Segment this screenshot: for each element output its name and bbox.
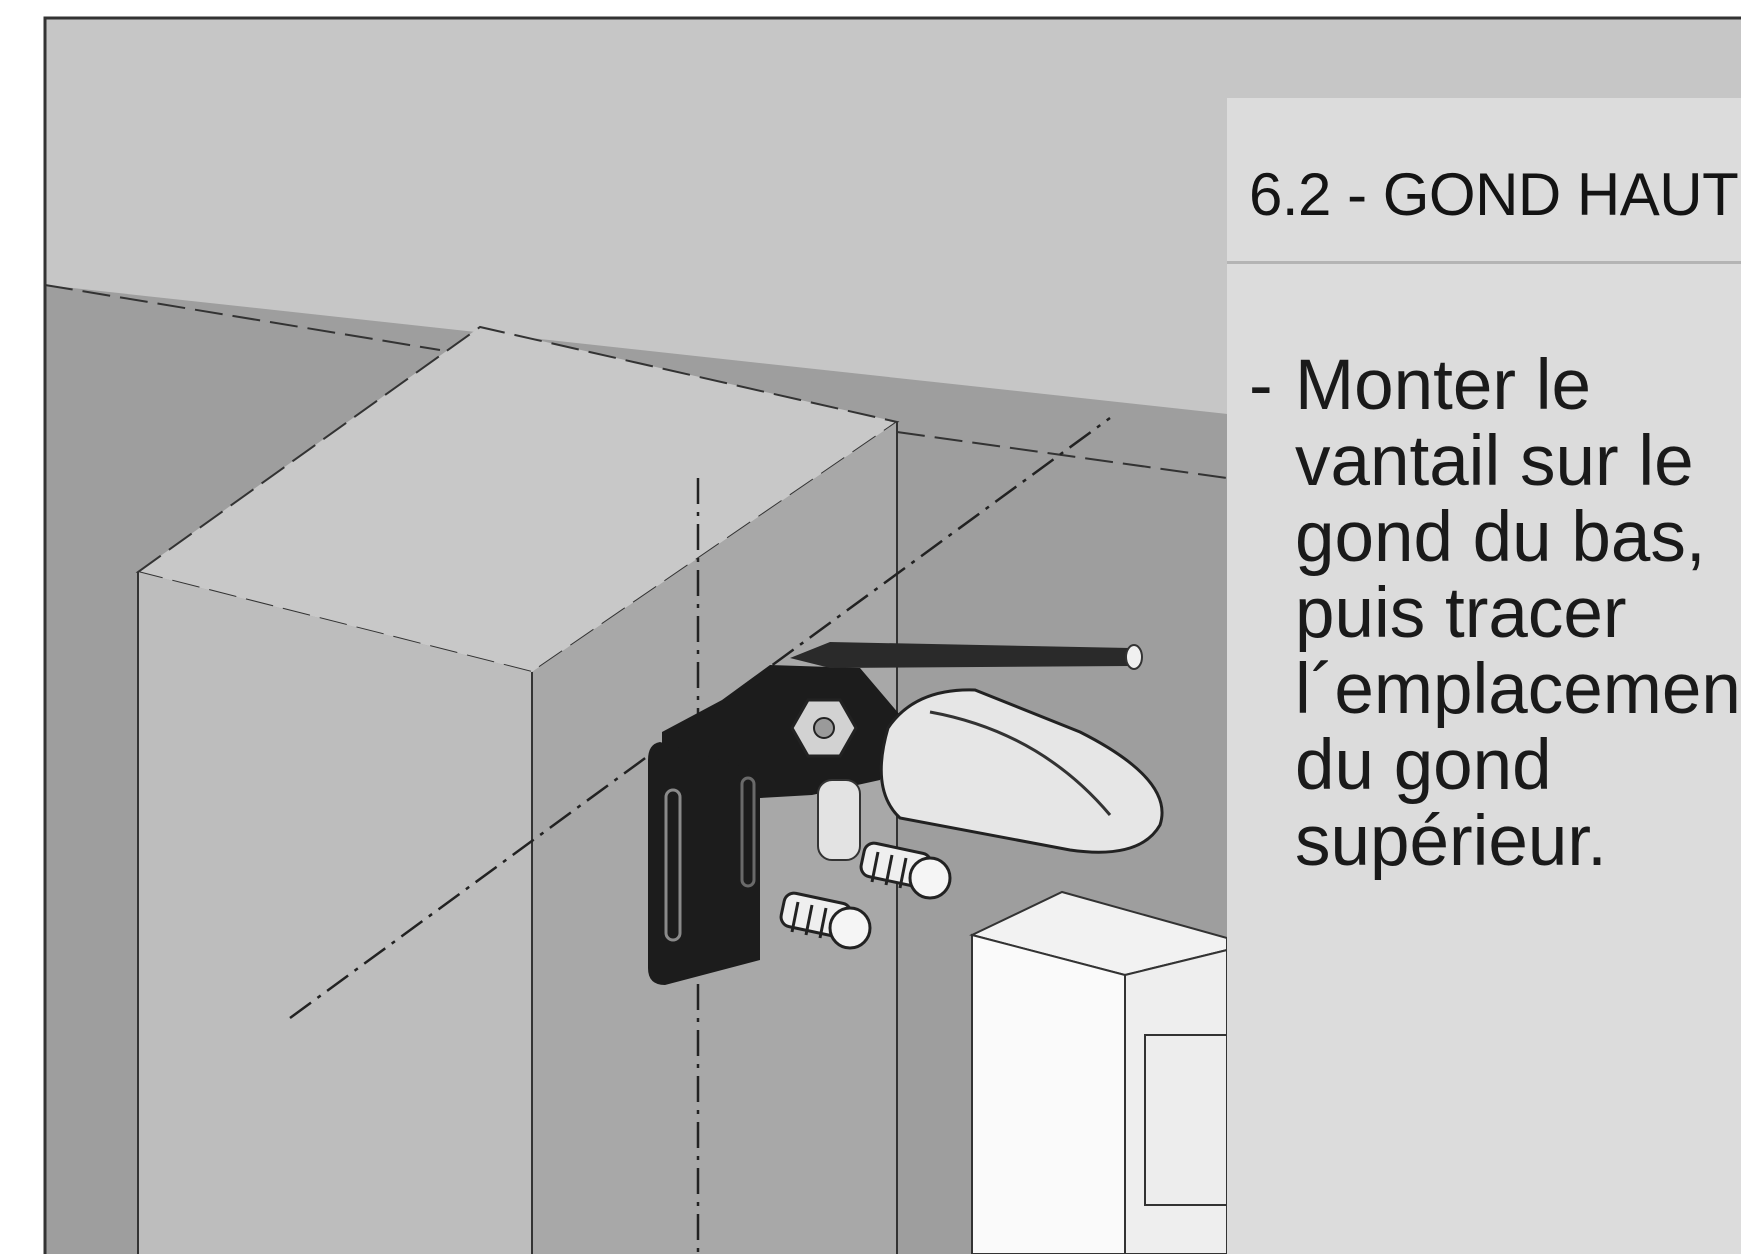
gate-leaf-notch (1144, 1034, 1228, 1206)
instruction-line: du gond (1295, 726, 1552, 805)
hinge-bracket-leg (648, 742, 760, 985)
wall-top-edge (44, 284, 441, 351)
gate-leaf-front (971, 933, 1126, 1254)
hinge-cap-groove (929, 710, 1112, 816)
section-title: 6.2 - GOND HAUT (1249, 161, 1739, 228)
hinge-pin (817, 779, 861, 861)
instruction-lines: Monter le vantail sur le gond du bas, pu… (1295, 348, 1741, 880)
pillar-front-face (138, 572, 532, 1254)
pencil-icon (790, 642, 1140, 668)
wall-right-edge (896, 431, 1228, 479)
hinge-slot-left (664, 788, 682, 942)
hinge-cap (879, 688, 1164, 854)
instruction-line: Monter le (1295, 346, 1591, 425)
screw-lower (779, 891, 872, 950)
instruction-line: puis tracer (1295, 574, 1627, 653)
illustration-frame (43, 16, 1741, 1254)
instruction-text: - Monter le vantail sur le gond du bas, … (1249, 348, 1741, 880)
hinge-slot-right (740, 776, 756, 888)
instruction-line: l´emplacement (1295, 650, 1741, 729)
instruction-panel: 6.2 - GOND HAUT - Monter le vantail sur … (1227, 98, 1741, 1254)
panel-header: 6.2 - GOND HAUT (1227, 98, 1741, 264)
screw-upper (859, 841, 952, 900)
instruction-line: supérieur. (1295, 802, 1607, 881)
instruction-bullet: - (1249, 346, 1273, 425)
pencil-end (1125, 644, 1143, 670)
instruction-line: vantail sur le (1295, 422, 1694, 501)
hinge-nut-hole (813, 717, 835, 739)
instruction-line: gond du bas, (1295, 498, 1706, 577)
